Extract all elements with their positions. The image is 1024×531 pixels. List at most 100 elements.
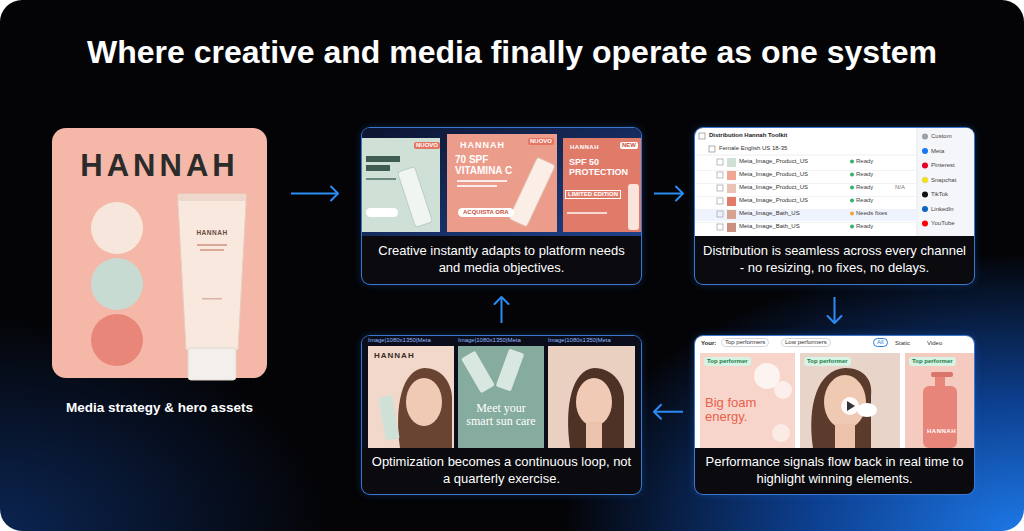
node-caption: Distribution is seamless across every ch… [703,243,966,277]
distribution-table-part [922,221,928,227]
distribution-table-part [695,183,917,184]
performance-panel-part [774,381,792,399]
arrow-head [828,316,842,323]
performance-panel-part [835,424,855,448]
hero-assets-art-part [91,314,143,366]
distribution-table-part [695,155,917,156]
ad-variants-part [397,167,432,228]
channel-name: Pinterest [931,162,955,169]
optimized-creatives-part [398,368,452,448]
arrow-head [495,297,509,304]
table-cell: Meta_Image_Product_US [739,171,808,178]
ad-variants-part [447,134,557,232]
status-text: Needs fixes [856,210,887,217]
hero-assets-art-part [200,249,224,251]
distribution-table-part [727,158,736,167]
distribution-table-part [695,222,917,223]
ad-variants-part [362,128,641,236]
table-cell: Meta_Image_Product_US [739,158,808,165]
channel-name: Snapchat [931,177,956,184]
arrow-shaft [654,193,683,195]
ad-variants-part [366,156,400,162]
ad-variants-part [563,138,641,232]
distribution-table-part [922,148,928,154]
flow-arrow [654,187,683,201]
distribution-table-part [850,212,854,216]
table-cell: Meta_Image_Bath_US [739,210,800,217]
distribution-table-part [717,185,723,191]
distribution-table-part [850,199,854,203]
arrow-shaft [291,193,338,195]
ad-button: ACQUISTA ORA [458,208,514,217]
ad-variants-part [366,178,396,180]
brand-logo: HANNAH [52,148,267,184]
channel-name: YouTube [931,220,955,227]
distribution-table-part [695,209,917,221]
hero-assets-art-part [202,298,222,300]
hero-assets-art-part [91,258,143,310]
product-logo: HANNAH [192,229,232,236]
caption-area: Optimization becomes a continuous loop, … [362,448,641,494]
distribution-table-part [922,177,928,183]
distribution-table-part [917,128,974,236]
badge: NUOVO [528,138,554,145]
distribution-table-part [850,160,854,164]
product-logo: HANNAH [927,428,956,435]
table-cell: N/A [895,184,905,191]
caption-area: Distribution is seamless across every ch… [695,236,974,284]
status-text: Ready [856,171,873,178]
optimized-creatives-part [576,378,612,426]
distribution-table-part [717,172,723,178]
performance-panel-part [841,397,859,415]
format-tag: Image|1080x1350|Meta [368,337,431,344]
badge: NUOVO [414,142,440,149]
distribution-table-part [709,146,715,152]
ad-headline: Meet your smart sun care [462,402,540,428]
process-box: Your:Top performersLow performersAllStat… [695,336,974,494]
performance-panel-part [800,353,900,448]
node-caption: Media strategy & hero assets [22,400,297,415]
arrow-shaft [834,297,836,323]
ad-variants-part [366,208,398,217]
filter-chip: Low performers [781,338,831,347]
ad-logo: HANNAH [374,351,415,360]
distribution-table-part [922,206,928,212]
format-tag: Image|1080x1350|Meta [548,337,611,344]
arrow-shaft [501,297,503,323]
ad-headline: Big foam energy. [705,396,785,423]
distribution-table-part [922,134,928,140]
ad-variants-part [457,180,507,182]
table-heading: Distribution Hannah Toolkit [709,132,787,139]
table-cell: Meta_Image_Product_US [739,184,808,191]
table-cell: Static [895,340,910,347]
distribution-table-part [922,163,928,169]
table-cell: Meta_Image_Product_US [739,197,808,204]
channel-name: LinkedIn [931,206,954,213]
diagram-title: Where creative and media finally operate… [87,34,937,71]
distribution-table-part [727,223,736,232]
table-cell: Female English US 18-35 [719,145,787,152]
optimized-creatives-part [568,368,624,448]
optimized-creatives-part [458,346,544,448]
flow-arrow [828,297,842,323]
process-box: NUOVOHANNAHNUOVO70 SPF VITAMINA CACQUIST… [362,128,641,284]
preview-area: Distribution Hannah ToolkitFemale Englis… [695,128,974,236]
badge: NEW [620,142,638,149]
distribution-table-part [717,198,723,204]
optimized-creatives-part [378,395,399,441]
ad-variants-part [628,184,639,230]
ad-headline: SPF 50 PROTECTION [569,158,627,178]
channel-name: TikTok [931,191,948,198]
status-text: Ready [856,223,873,230]
performance-panel-part [905,353,974,448]
performance-tag: Top performer [804,357,851,366]
performance-tag: Top performer [909,357,956,366]
hero-assets-art-part [188,348,236,380]
hero-assets-art-part [197,244,227,246]
distribution-table-part [717,159,723,165]
arrow-shaft [654,411,683,413]
hero-assets-art-part [178,194,246,201]
optimized-creatives-part [548,346,635,448]
hero-asset-card: HANNAHMedia strategy & hero assetsHANNAH [52,128,267,378]
optimized-creatives-part [496,348,525,391]
